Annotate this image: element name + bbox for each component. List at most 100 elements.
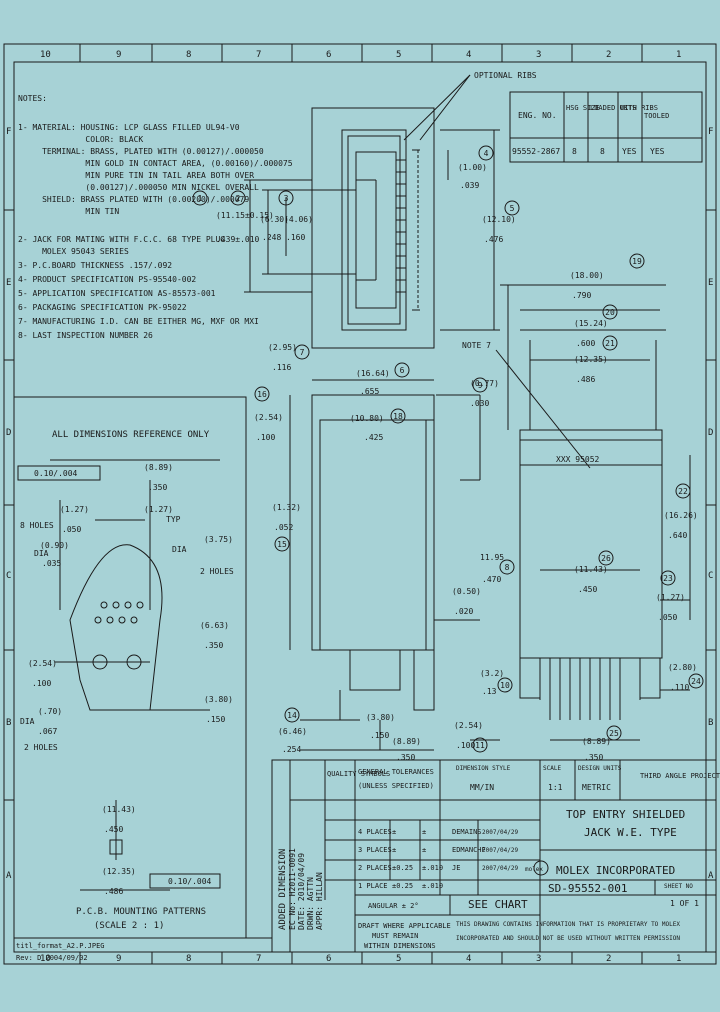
svg-text:10: 10 (40, 50, 51, 60)
svg-text:A: A (6, 871, 12, 881)
svg-text:EDMANCHF: EDMANCHF (452, 846, 486, 854)
svg-text:5: 5 (396, 50, 401, 60)
svg-text:7: 7 (256, 50, 261, 60)
svg-text:DESIGN UNITS: DESIGN UNITS (578, 765, 622, 772)
svg-text:D: D (708, 428, 713, 438)
svg-text:.486: .486 (104, 887, 123, 896)
svg-text:3: 3 (536, 50, 541, 60)
svg-text:2- JACK FOR MATING WITH F.C.C.: 2- JACK FOR MATING WITH F.C.C. 68 TYPE P… (18, 235, 225, 244)
svg-text:SHEET NO: SHEET NO (664, 883, 693, 890)
svg-text:METRIC: METRIC (582, 783, 611, 792)
svg-text:.020: .020 (454, 607, 473, 616)
all-dims-note: ALL DIMENSIONS REFERENCE ONLY (52, 430, 210, 440)
part-title-line2: JACK W.E. TYPE (584, 826, 677, 839)
svg-text:(10.80): (10.80) (350, 414, 384, 423)
position-tolerance-1: 0.10/.004 (34, 469, 78, 478)
proprietary-notice-1: THIS DRAWING CONTAINS INFORMATION THAT I… (456, 921, 680, 928)
svg-text:MOLEX 95043 SERIES: MOLEX 95043 SERIES (18, 247, 129, 256)
spec-header-tooled: TOOLED (644, 112, 669, 120)
svg-text:3 PLACES: 3 PLACES (358, 846, 392, 854)
svg-text:11.95: 11.95 (480, 553, 504, 562)
svg-text:1 OF 1: 1 OF 1 (670, 899, 699, 908)
svg-text:6- PACKAGING SPECIFICATION PK-: 6- PACKAGING SPECIFICATION PK-95022 (18, 303, 187, 312)
svg-text:DRAFT WHERE APPLICABLE: DRAFT WHERE APPLICABLE (358, 922, 451, 930)
svg-text:8: 8 (186, 50, 191, 60)
svg-text:(16.64): (16.64) (356, 369, 390, 378)
svg-text:(0.90): (0.90) (40, 541, 69, 550)
svg-text:.050: .050 (62, 525, 81, 534)
svg-text:DRWN: AGTTN: DRWN: AGTTN (306, 877, 315, 930)
svg-text:(1.00): (1.00) (458, 163, 487, 172)
svg-text:E: E (6, 278, 11, 288)
svg-text:(UNLESS SPECIFIED): (UNLESS SPECIFIED) (358, 782, 434, 790)
svg-text:WITHIN DIMENSIONS: WITHIN DIMENSIONS (364, 942, 436, 950)
svg-text:(8.89): (8.89) (582, 737, 611, 746)
svg-text:.476: .476 (484, 235, 503, 244)
svg-text:D: D (6, 428, 11, 438)
svg-text:titl_format_A2.P.JPEG: titl_format_A2.P.JPEG (16, 942, 105, 950)
svg-text:(3.80): (3.80) (366, 713, 395, 722)
spec-header-hsg: HSG SIZE (566, 104, 600, 112)
svg-text:1 PLACE: 1 PLACE (358, 882, 388, 890)
svg-text:.350: .350 (204, 641, 223, 650)
part-title-line1: TOP ENTRY SHIELDED (566, 808, 685, 821)
pattern-scale: (SCALE 2 : 1) (94, 921, 164, 931)
svg-text:(12.10): (12.10) (482, 215, 516, 224)
svg-text:EC No: H2011-0091: EC No: H2011-0091 (288, 848, 297, 930)
svg-text:APPR: HILLAN: APPR: HILLAN (315, 872, 324, 930)
svg-text:DIMENSION STYLE: DIMENSION STYLE (456, 765, 511, 772)
dia-label-1: DIA (34, 549, 49, 558)
svg-text:F: F (6, 127, 11, 137)
svg-text:GENERAL TOLERANCES: GENERAL TOLERANCES (358, 768, 434, 776)
svg-text:(11.15±0.15): (11.15±0.15) (216, 211, 274, 220)
svg-text:THIRD ANGLE PROJECTION: THIRD ANGLE PROJECTION (640, 772, 720, 780)
balloon-2: 2 (236, 194, 241, 203)
svg-text:7: 7 (256, 954, 261, 964)
balloon-19: 19 (632, 257, 642, 266)
balloon-15: 15 (277, 540, 287, 549)
top-view (311, 107, 435, 349)
svg-text:±0.25: ±0.25 (392, 864, 413, 872)
svg-text:B: B (708, 718, 713, 728)
eight-holes-label: 8 HOLES (20, 521, 54, 530)
revision-block: ADDED DIMENSION EC No: H2011-0091 DATE: … (278, 848, 324, 930)
balloon-1: 1 (198, 194, 203, 203)
svg-text:(1.27): (1.27) (144, 505, 173, 514)
company-name: MOLEX INCORPORATED (556, 864, 675, 877)
svg-text:(.70): (.70) (38, 707, 62, 716)
pattern-title: P.C.B. MOUNTING PATTERNS (76, 907, 206, 917)
svg-text:±: ± (392, 828, 396, 836)
svg-text:SCALE: SCALE (543, 765, 561, 772)
svg-text:5: 5 (396, 954, 401, 964)
svg-text:.150: .150 (370, 731, 389, 740)
svg-text:(16.26): (16.26) (664, 511, 698, 520)
svg-text:C: C (6, 571, 11, 581)
svg-text:(1.32): (1.32) (272, 503, 301, 512)
svg-text:TERMINAL: BRASS, PLATED WITH (: TERMINAL: BRASS, PLATED WITH (0.00127)/.… (18, 147, 264, 156)
position-tolerance-2: 0.10/.004 (168, 877, 212, 886)
svg-text:±.010: ±.010 (422, 882, 443, 890)
title-block-grid (14, 759, 717, 953)
optional-ribs-label: OPTIONAL RIBS (474, 71, 537, 80)
notes-block: NOTES: 1- MATERIAL: HOUSING: LCP GLASS F… (18, 94, 293, 340)
footer: titl_format_A2.P.JPEG Rev: D 2004/09/02 (16, 942, 105, 962)
svg-text:JE: JE (452, 864, 460, 872)
svg-text:SHIELD: BRASS PLATED WITH (0.0: SHIELD: BRASS PLATED WITH (0.00200)/.000… (18, 195, 249, 204)
svg-text:(8.89): (8.89) (392, 737, 421, 746)
svg-text:DATE: 2010/04/09: DATE: 2010/04/09 (297, 853, 306, 930)
svg-text:MM/IN: MM/IN (470, 783, 494, 792)
svg-text:(1.27): (1.27) (656, 593, 685, 602)
svg-text:.790: .790 (572, 291, 591, 300)
balloon-11: 11 (475, 741, 485, 750)
svg-text:4 PLACES: 4 PLACES (358, 828, 392, 836)
svg-text:.450: .450 (104, 825, 123, 834)
spec-with-ribs: YES (622, 147, 637, 156)
side-view (495, 284, 691, 741)
front-view (289, 379, 500, 751)
svg-text:(18.00): (18.00) (570, 271, 604, 280)
svg-text:8- LAST INSPECTION NUMBER 26: 8- LAST INSPECTION NUMBER 26 (18, 331, 153, 340)
svg-text:(15.24): (15.24) (574, 319, 608, 328)
svg-text:Rev: D 2004/09/02: Rev: D 2004/09/02 (16, 954, 88, 962)
svg-text:E: E (708, 278, 713, 288)
